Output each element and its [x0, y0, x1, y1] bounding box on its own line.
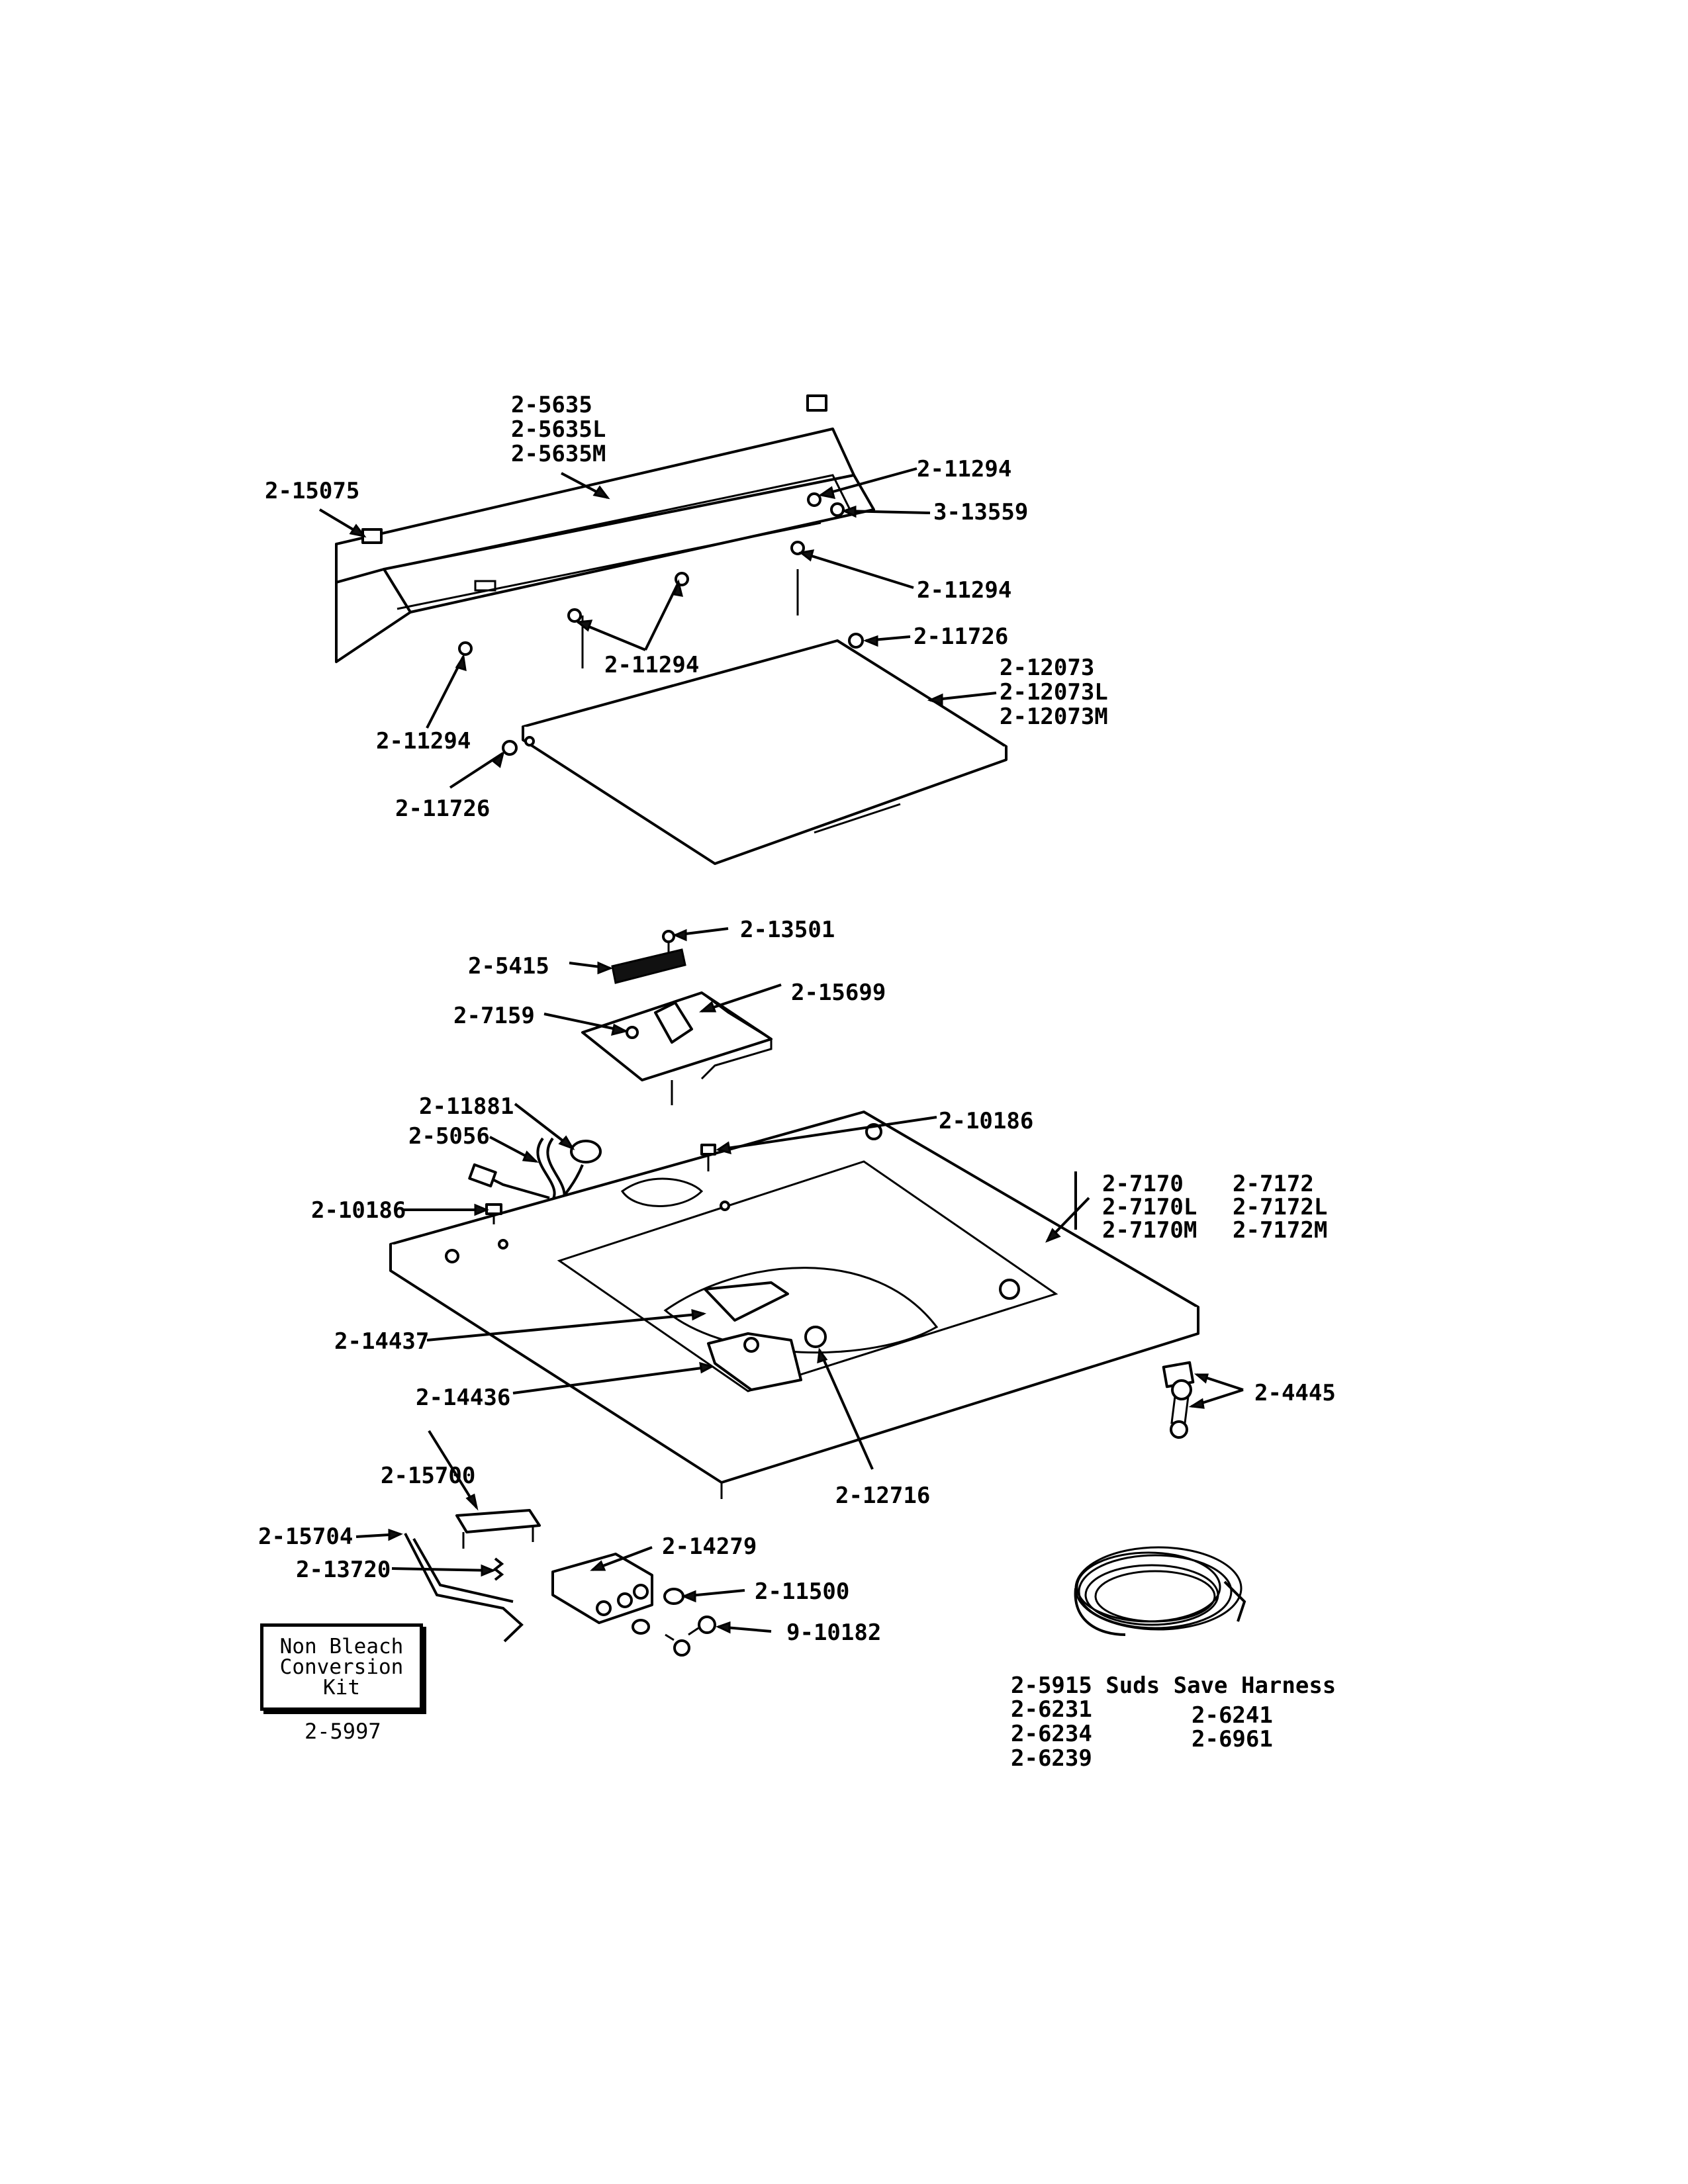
label-rod-end: 2-15704 — [258, 1524, 353, 1550]
label-control-panel-2: 2-5635L — [511, 416, 606, 443]
label-control-panel-3: 2-5635M — [511, 441, 606, 467]
label-screw-panel-left: 2-11294 — [376, 728, 471, 754]
kit-part-number: 2-5997 — [305, 1719, 381, 1744]
label-control-panel-1: 2-5635 — [511, 392, 592, 418]
label-top-col1-1: 2-7170 — [1102, 1171, 1184, 1197]
harness-col1-2: 2-6234 — [1011, 1721, 1092, 1747]
non-bleach-kit-box: Non Bleach Conversion Kit — [260, 1623, 423, 1711]
label-switch-bracket: 2-15699 — [791, 979, 886, 1006]
label-hinge-lower: 2-14436 — [416, 1385, 511, 1411]
clip-left-drawing — [361, 528, 383, 544]
top-cabinet-drawing — [389, 1111, 1199, 1499]
label-screw-top-right: 2-10186 — [939, 1108, 1034, 1134]
label-bushing: 2-11881 — [419, 1093, 514, 1120]
label-bracket-kit: 2-15700 — [381, 1463, 476, 1489]
label-pin: 2-12716 — [835, 1482, 931, 1509]
label-hinge-upper: 2-14437 — [334, 1328, 430, 1355]
label-bumper-left: 2-11726 — [395, 796, 491, 822]
switch-bracket-drawing — [581, 991, 773, 1105]
label-screw-panel-middle: 2-11294 — [604, 652, 700, 678]
harness-col2-1: 2-6241 — [1192, 1702, 1273, 1729]
label-top-col1-3: 2-7170M — [1102, 1217, 1197, 1244]
label-bracket-screw: 2-7159 — [453, 1003, 535, 1029]
harness-title: 2-5915 Suds Save Harness — [1011, 1672, 1336, 1699]
label-screw-right: 3-13559 — [933, 499, 1029, 525]
label-lid-1: 2-12073 — [1000, 655, 1095, 681]
label-top-col2-2: 2-7172L — [1233, 1194, 1328, 1220]
label-screw-switch: 2-13501 — [740, 917, 835, 943]
label-top-col2-3: 2-7172M — [1233, 1217, 1328, 1244]
label-lid-2: 2-12073L — [1000, 679, 1108, 705]
label-screw-kit: 9-10182 — [786, 1619, 882, 1646]
label-cord: 2-5056 — [408, 1123, 490, 1150]
label-screw-panel-right-upper: 2-11294 — [917, 456, 1012, 482]
top-screws-drawing — [485, 1144, 716, 1224]
harness-col1-1: 2-6231 — [1011, 1696, 1092, 1723]
harness-drawing — [1074, 1546, 1246, 1636]
label-spring: 2-13720 — [296, 1557, 391, 1583]
label-screw-panel-right-lower: 2-11294 — [917, 577, 1012, 604]
label-bumper-right: 2-11726 — [914, 623, 1009, 650]
kit-parts-drawing — [404, 1509, 716, 1657]
label-lid-switch: 2-5415 — [468, 953, 549, 979]
label-grommet: 2-11500 — [755, 1578, 850, 1605]
label-clip-screw: 2-4445 — [1254, 1380, 1336, 1406]
harness-col2-2: 2-6961 — [1192, 1726, 1273, 1752]
clip-screw-drawing — [1162, 1361, 1195, 1439]
hinges-drawing — [704, 1281, 827, 1391]
clip-right-drawing — [806, 394, 827, 412]
control-panel-drawing — [335, 428, 875, 668]
label-top-col2-1: 2-7172 — [1233, 1171, 1314, 1197]
label-lid-3: 2-12073M — [1000, 704, 1108, 730]
kit-line-2: Conversion — [279, 1655, 404, 1679]
label-dispenser: 2-14279 — [662, 1533, 757, 1560]
arrowheads — [349, 485, 1209, 1634]
kit-line-1: Non Bleach — [279, 1634, 404, 1659]
label-clip-left: 2-15075 — [265, 478, 360, 504]
kit-line-3: Kit — [323, 1675, 360, 1700]
label-top-col1-2: 2-7170L — [1102, 1194, 1197, 1220]
label-screw-top-left: 2-10186 — [311, 1197, 406, 1224]
harness-col1-3: 2-6239 — [1011, 1745, 1092, 1772]
lid-switch-drawing — [611, 930, 686, 984]
leader-lines — [318, 467, 1244, 1633]
lid-drawing — [502, 633, 1008, 865]
